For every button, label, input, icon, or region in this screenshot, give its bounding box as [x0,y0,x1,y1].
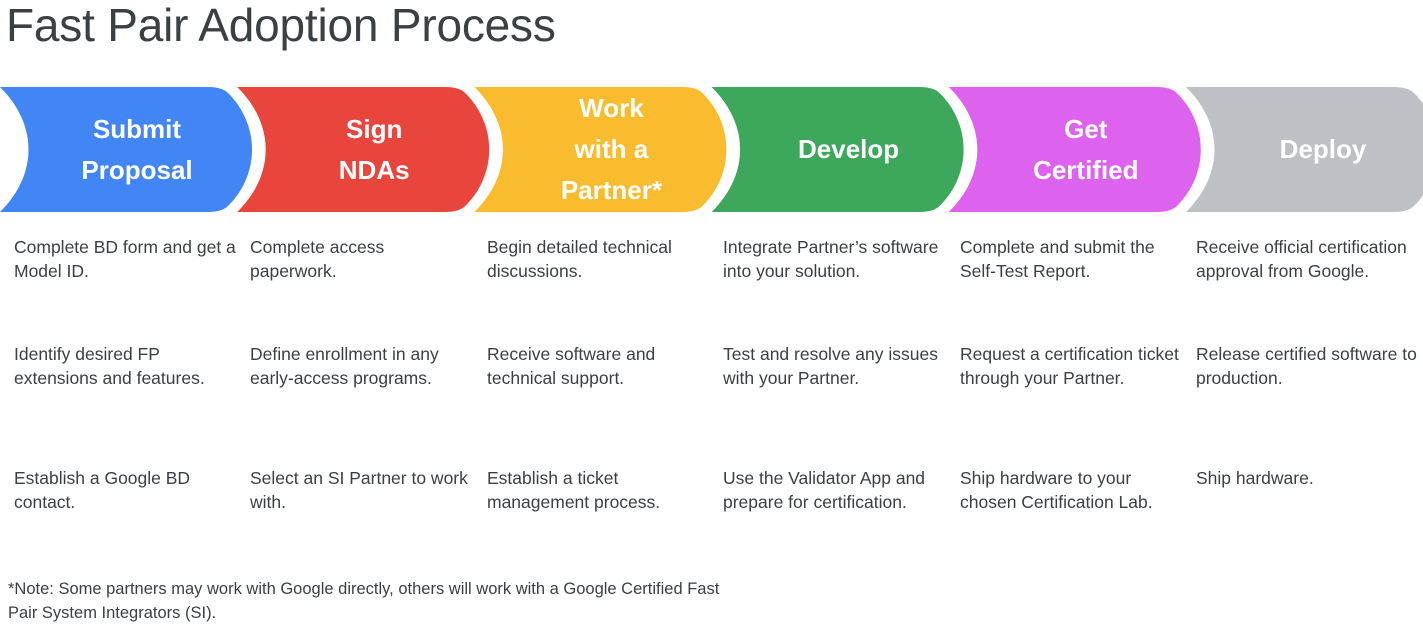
chevron-shapes [0,87,1423,212]
stage-bullet: Begin detailed technical discussions. [487,237,672,281]
stage-bullet: Integrate Partner’s software into your s… [723,237,939,281]
page-title: Fast Pair Adoption Process [6,0,556,51]
chevron-label-5: Get Certified [1033,113,1139,185]
chevron-stage-5 [948,87,1201,212]
stage-bullet: Receive software and technical support. [487,344,656,388]
chevron-label-3: Work with a Partner* [560,93,662,205]
process-chevron-banner: Submit Proposal Sign NDAs Work with a Part… [0,87,1423,212]
stage-bullet: Release certified software to production… [1196,344,1417,388]
stage-bullet: Establish a ticket management process. [487,468,661,512]
stage-bullet: Select an SI Partner to work with. [250,468,468,512]
stage-bullet: Ship hardware to your chosen Certificati… [960,468,1153,512]
stage-bullet: Complete and submit the Self-Test Report… [960,237,1155,281]
chevron-label-4: Develop [798,134,900,164]
stage-bullet: Ship hardware. [1196,468,1314,488]
chevron-stage-6 [1186,87,1423,212]
chevron-label-2: Sign NDAs [338,113,410,185]
chevron-stage-2 [237,87,490,212]
chevron-label-6: Deploy [1279,134,1367,164]
stage-bullet: Test and resolve any issues with your Pa… [723,344,938,388]
chevron-stage-1 [0,87,252,212]
chevron-stage-3 [474,87,727,212]
chevron-label-layer: Submit Proposal Sign NDAs Work with a Part… [0,87,1423,212]
stage-bullet: Identify desired FP extensions and featu… [14,344,205,388]
footnote: *Note: Some partners may work with Googl… [8,580,720,622]
chevron-label-1: Submit Proposal [81,113,193,185]
stage-columns: Complete BD form and get a Model ID. Iden… [0,236,1423,536]
chevron-stage-4 [711,87,964,212]
stage-bullet: Complete BD form and get a Model ID. [14,237,236,281]
stage-bullet: Receive official certification approval … [1196,237,1407,281]
stage-bullet: Complete access paperwork. [250,237,385,281]
stage-bullet: Request a certification ticket through y… [960,344,1179,388]
stage-bullet: Establish a Google BD contact. [14,468,191,512]
stage-bullet: Use the Validator App and prepare for ce… [723,468,926,512]
stage-bullet: Define enrollment in any early-access pr… [250,344,439,388]
